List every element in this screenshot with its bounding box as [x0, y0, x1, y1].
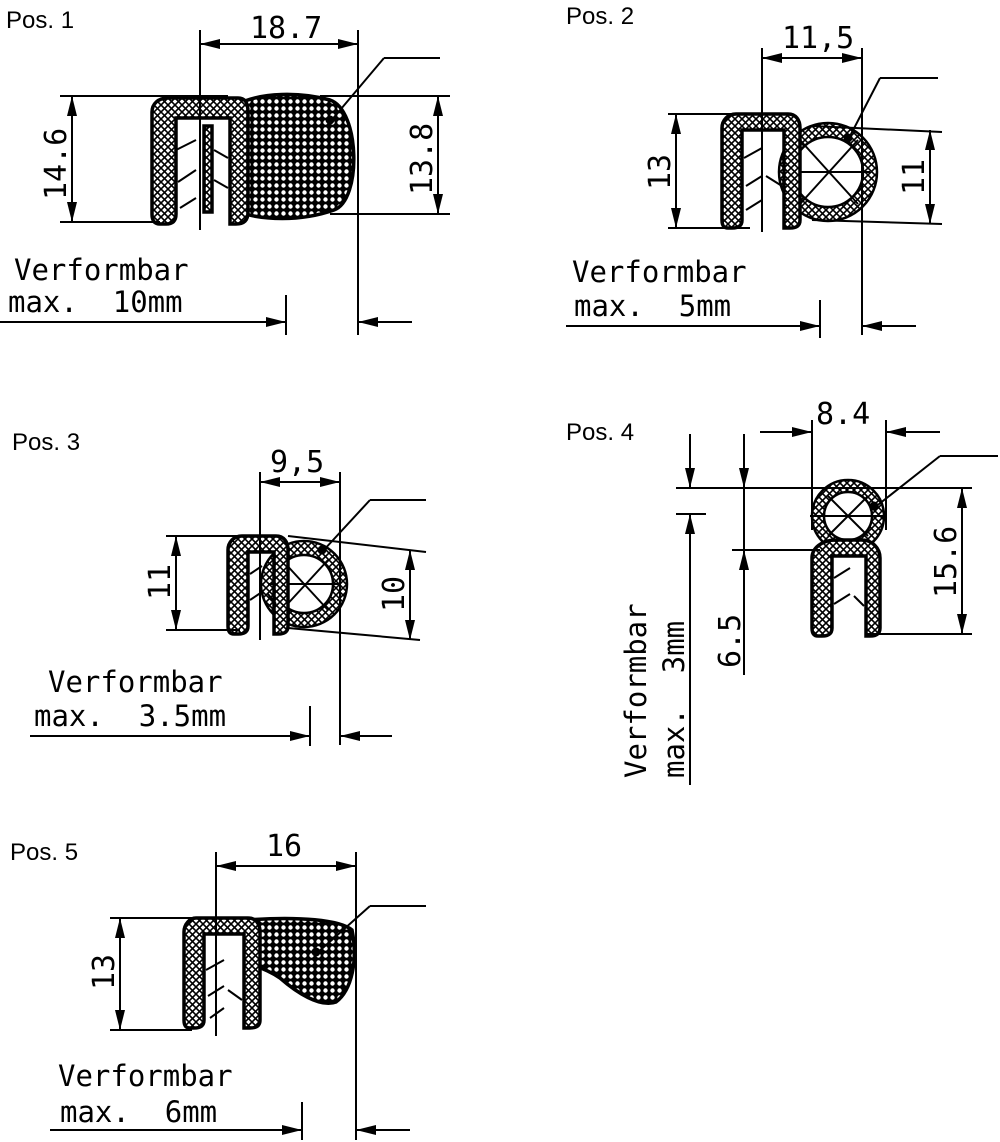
pos-4-deform-line2: max. 3mm	[657, 621, 691, 778]
pos-2-deform-line1: Verformbar	[572, 255, 747, 289]
pos-2-label: Pos. 2	[566, 3, 634, 30]
pos-3-label: Pos. 3	[12, 429, 80, 456]
pos-4-label: Pos. 4	[566, 419, 634, 446]
position-1: Pos. 1 18.7 14.6 13.8 Verformbar max. 10…	[0, 7, 450, 335]
pos-1-height-left: 14.6	[39, 128, 74, 200]
pos-5-profile	[182, 916, 356, 1030]
pos-5-label: Pos. 5	[10, 839, 78, 866]
pos-5-deform-line2: max. 6mm	[60, 1095, 217, 1129]
pos-1-deform-line2: max. 10mm	[8, 285, 183, 319]
pos-2-height-left: 13	[643, 154, 678, 190]
pos-3-profile	[226, 534, 349, 636]
pos-1-height-right: 13.8	[405, 123, 440, 195]
pos-5-width: 16	[266, 829, 302, 864]
pos-4-height-left: 6.5	[713, 614, 748, 668]
pos-5-deform-line1: Verformbar	[58, 1059, 233, 1093]
position-5: Pos. 5 16 13 Verformbar max. 6mm	[10, 829, 426, 1140]
pos-3-deform-line2: max. 3.5mm	[34, 699, 226, 733]
pos-2-profile	[720, 112, 879, 230]
pos-4-height-right: 15.6	[929, 526, 964, 598]
pos-1-width: 18.7	[250, 11, 322, 46]
pos-3-height-left: 11	[143, 564, 178, 600]
pos-1-deform-line1: Verformbar	[14, 253, 189, 287]
pos-4-width: 8.4	[816, 397, 870, 432]
pos-2-height-right: 11	[897, 159, 932, 195]
pos-4-deform-line1: Verformbar	[619, 603, 653, 778]
pos-2-width: 11,5	[782, 21, 854, 56]
position-3: Pos. 3 9,5 11 10 Verformbar max. 3.5mm	[12, 429, 427, 746]
pos-5-height-left: 13	[87, 954, 122, 990]
position-2: Pos. 2 11,5 13 11 Verformbar max. 5mm	[566, 3, 943, 338]
pos-1-label: Pos. 1	[6, 7, 74, 34]
pos-3-deform-line1: Verformbar	[48, 665, 223, 699]
position-4: Pos. 4 8.4 6.5 15.6 Verformbar	[566, 397, 998, 785]
pos-3-width: 9,5	[270, 445, 324, 480]
pos-3-height-right: 10	[377, 576, 412, 612]
pos-1-profile	[150, 92, 356, 226]
pos-2-deform-line2: max. 5mm	[574, 289, 731, 323]
pos-4-profile	[810, 478, 886, 638]
